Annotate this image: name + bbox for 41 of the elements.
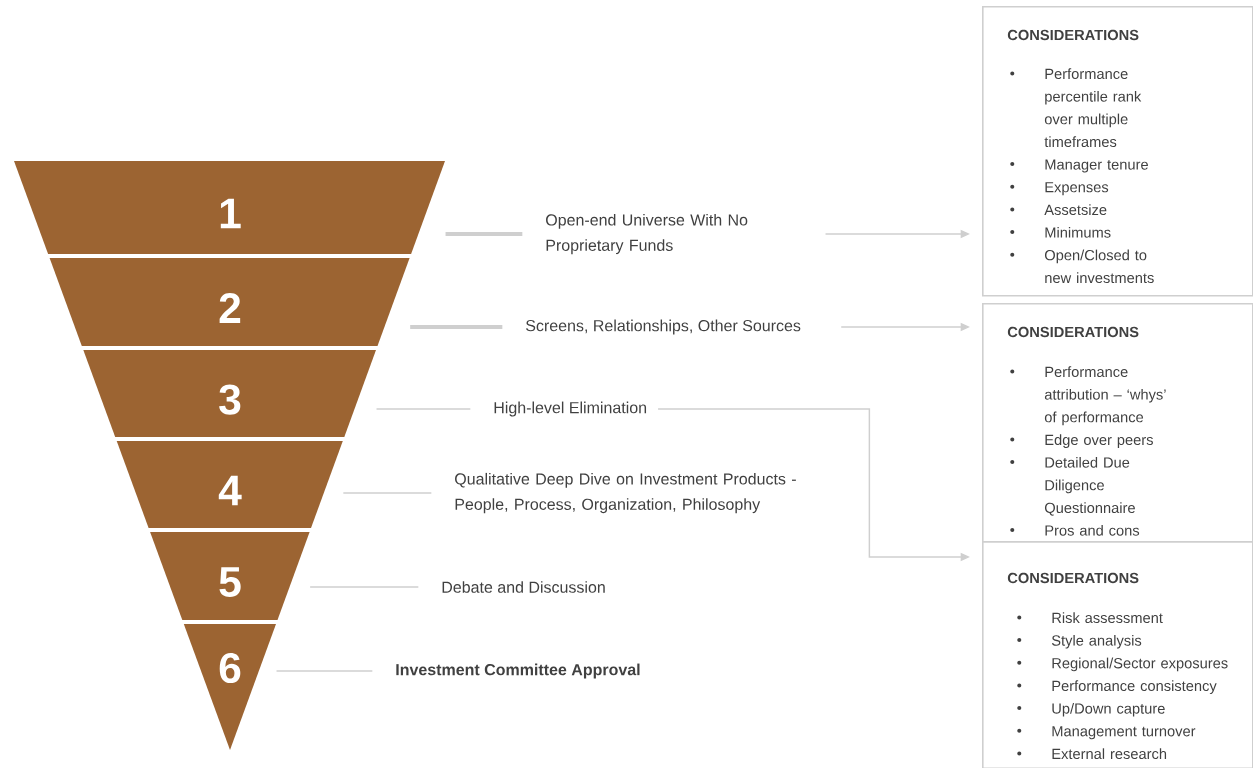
connector-line — [375, 408, 472, 410]
list-item: Style analysis — [1017, 634, 1142, 649]
list-item: Edge over peers — [1010, 434, 1153, 448]
funnel-segment: 2 — [49, 258, 410, 346]
funnel-segment: 5 — [150, 532, 310, 620]
funnel-segment: 3 — [83, 350, 376, 437]
funnel-segment: 1 — [14, 161, 445, 254]
list-item: Pros and cons — [1010, 524, 1140, 536]
box-heading: CONSIDERATIONS — [1007, 572, 1139, 584]
list-item: Performance attribution – ‘whys’ of performance — [1010, 366, 1166, 426]
list-item: Expenses — [1010, 182, 1109, 196]
list-item: Risk assessment — [1017, 612, 1163, 624]
considerations-box — [982, 303, 1253, 543]
list-item: External research — [1017, 748, 1167, 760]
funnel-segment: 6 — [183, 624, 276, 750]
step-label: Open-end Universe With No Proprietary Funds — [546, 213, 748, 255]
considerations-box — [982, 541, 1253, 768]
connector-line — [342, 492, 433, 494]
list-item: Performance consistency — [1017, 680, 1217, 694]
step-label: Debate and Discussion — [442, 581, 605, 593]
funnel-segment: 4 — [116, 441, 343, 528]
box-heading: CONSIDERATIONS — [1007, 29, 1139, 41]
step-label: Investment Committee Approval — [396, 663, 640, 679]
box-heading: CONSIDERATIONS — [1007, 326, 1139, 338]
list-item: Open/Closed to new investments — [1010, 249, 1154, 284]
connector-line — [410, 325, 503, 329]
list-item: Performance percentile rank over multiple timeframes — [1010, 68, 1142, 148]
list-item: Regional/Sector exposures — [1017, 657, 1228, 672]
step-label: Qualitative Deep Dive on Investment Products - People, Process, Organization, Philosophy — [455, 472, 796, 514]
step-label: High-level Elimination — [494, 401, 647, 417]
list-item: Management turnover — [1017, 726, 1196, 740]
list-item: Manager tenure — [1010, 159, 1148, 173]
list-item: Detailed Due Diligence Questionnaire — [1010, 456, 1135, 516]
step-label: Screens, Relationships, Other Sources — [526, 319, 801, 335]
connector-line — [445, 232, 523, 236]
list-item: Assetsize — [1010, 204, 1107, 216]
connector-line — [275, 670, 374, 672]
connector-line — [309, 586, 420, 588]
list-item: Minimums — [1010, 226, 1111, 238]
considerations-box — [982, 6, 1253, 297]
list-item: Up/Down capture — [1017, 702, 1165, 717]
